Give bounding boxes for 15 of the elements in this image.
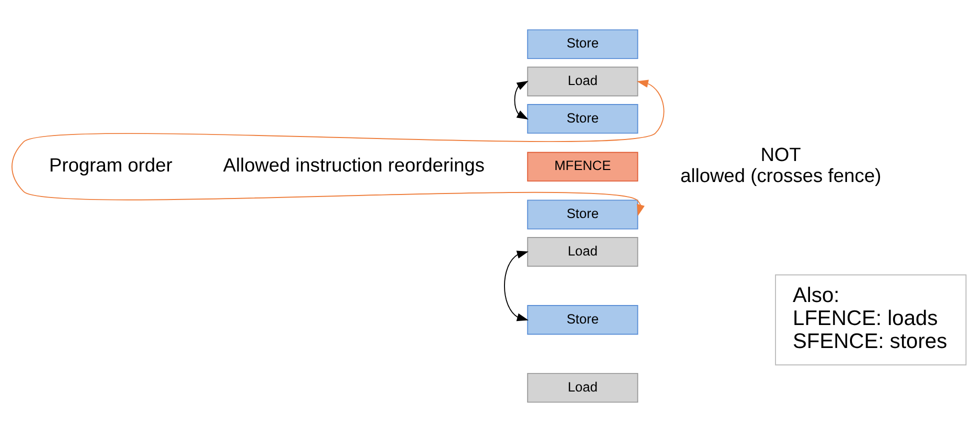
- node-box: Load: [527, 372, 638, 402]
- node-box: Store: [527, 28, 638, 59]
- arrow: [514, 80, 528, 120]
- label: NOT allowed (crosses fence): [680, 144, 882, 187]
- node-box: Load: [527, 236, 638, 266]
- label: Allowed instruction reorderings: [223, 154, 485, 176]
- arrow: [12, 79, 664, 216]
- node-box: Store: [527, 199, 638, 229]
- node-box: Store: [527, 104, 638, 134]
- label: Program order: [49, 154, 172, 176]
- node-box: Load: [527, 66, 638, 96]
- node-box: Store: [527, 304, 638, 334]
- node-box: Also: LFENCE: loads SFENCE: stores: [775, 274, 966, 365]
- node-box: MFENCE: [527, 151, 638, 182]
- arrow: [504, 250, 529, 321]
